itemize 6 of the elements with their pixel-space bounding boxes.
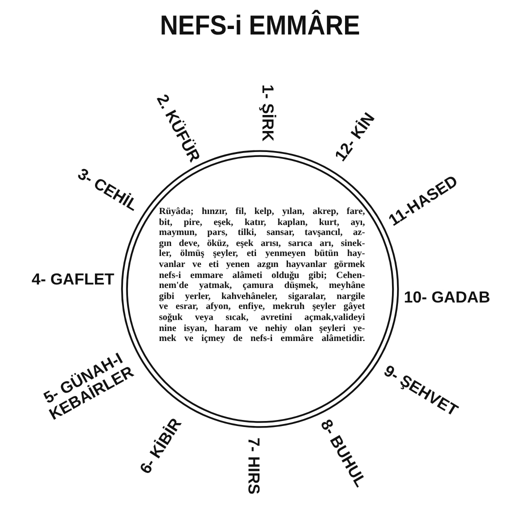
numbered-label: 7- HIRS xyxy=(244,438,260,494)
paragraph: Rüyâda; hınzır, fil, kelp, yılan, akrep, fare, bit, pire, eşek, katır, kaplan, kurt, ayı, maymun, pars, tilki, sansar, tavşancıl, az- gın deve, öküz, eşek arısı, sarıca arı, sinek- ler, ölmüş şeyler, eti yenmeyen bütün hay- vanlar ve eti yenen azgın hayvanlar görmek nefs-i emmare alâmeti olduğu gibi; Cehen- nem'de yatmak, çamura düşmek, meyhâne gibi yerler, kahvehâneler, sigaralar, nargile ve esrar, afyon, enfiye, mekruh şeyler gâyet soğuk veya sıcak, avretini açmak,valideyi nine isyan, haram ve nehiy olan şeyleri ye- mek ve içmey de nefs-i emmâre alâmetidir. xyxy=(159,207,365,345)
numbered-label: 4- GAFLET xyxy=(32,272,114,290)
numbered-label: 10- GADAB xyxy=(404,290,490,308)
title: NEFS-i EMMÂRE xyxy=(160,12,360,40)
numbered-label: 1- ŞİRK xyxy=(258,84,274,142)
